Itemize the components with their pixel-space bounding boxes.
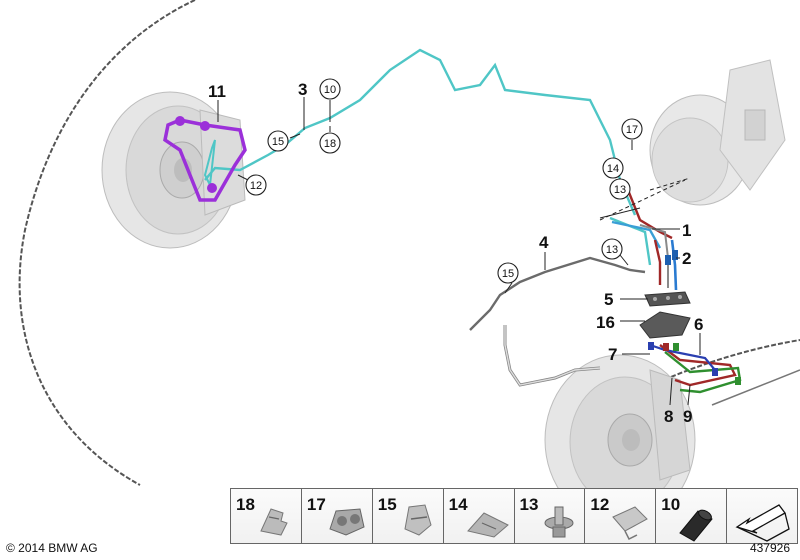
callout-10-label: 10 <box>324 84 336 96</box>
pipe-clip-icon <box>404 504 432 536</box>
callout-circle-10: 10 <box>319 78 341 100</box>
callout-8: 8 <box>664 407 673 426</box>
wedge-clip-icon <box>466 512 509 538</box>
legend-number: 14 <box>448 495 468 514</box>
protective-sleeve-icon <box>679 509 714 542</box>
callout-12-label: 12 <box>250 180 262 192</box>
callout-15b-label: 15 <box>502 268 514 280</box>
callout-16: 16 <box>596 313 615 332</box>
legend-number: 13 <box>519 495 539 514</box>
copyright-notice: © 2014 BMW AG <box>6 541 98 555</box>
callout-circle-14: 14 <box>602 157 624 179</box>
legend-cell-13[interactable]: 13 <box>514 489 586 543</box>
legend-cell-15[interactable]: 15 <box>372 489 444 543</box>
brake-line-4 <box>469 256 646 331</box>
callout-13b-label: 13 <box>606 244 618 256</box>
callout-9: 9 <box>683 407 692 426</box>
callout-13a-label: 13 <box>614 184 626 196</box>
callout-circle-13b: 13 <box>601 238 623 260</box>
callout-7: 7 <box>608 345 617 364</box>
front-right-brake-disc <box>544 354 696 526</box>
callout-15a-label: 15 <box>272 136 284 148</box>
legend-number: 18 <box>236 495 255 514</box>
callout-1: 1 <box>682 221 691 240</box>
legend-cell-12[interactable]: 12 <box>585 489 657 543</box>
legend-number: 15 <box>377 495 397 514</box>
legend-cell-10[interactable]: 10 <box>656 489 728 543</box>
brake-hose-11 <box>163 118 247 202</box>
callout-3: 3 <box>298 80 307 99</box>
part-16-pad <box>639 311 691 339</box>
callout-2: 2 <box>682 249 691 268</box>
part-5-holder <box>644 291 691 307</box>
callout-6: 6 <box>694 315 703 334</box>
callout-11: 11 <box>208 82 226 101</box>
brake-line-3 <box>204 48 637 216</box>
car-body-outline <box>18 0 196 486</box>
push-clip-icon <box>544 506 573 538</box>
brake-line-9 <box>664 351 742 394</box>
callout-circle-15b: 15 <box>497 262 519 284</box>
callout-circle-18: 18 <box>319 132 341 154</box>
callout-circle-13a: 13 <box>609 178 631 200</box>
callout-circle-17: 17 <box>621 118 643 140</box>
brake-booster <box>649 59 786 206</box>
double-clip-icon <box>329 508 365 536</box>
callout-circle-12: 12 <box>245 174 267 196</box>
legend-cell-17[interactable]: 17 <box>301 489 373 543</box>
callout-5: 5 <box>604 290 613 309</box>
legend-number: 17 <box>306 495 326 514</box>
callout-18-label: 18 <box>324 138 336 150</box>
image-number: 437926 <box>749 541 790 555</box>
spring-clip-icon <box>260 508 288 536</box>
brake-line-7 <box>649 343 716 371</box>
arrow-icon <box>735 504 790 542</box>
legend-number: 10 <box>661 495 681 514</box>
brake-line-8 <box>659 344 737 387</box>
callout-circle-15a: 15 <box>267 130 289 152</box>
car-body-outline-right <box>711 369 800 406</box>
legend-cell-14[interactable]: 14 <box>443 489 515 543</box>
bracket-clip-icon <box>612 506 649 541</box>
legend-cell-18[interactable]: 18 <box>231 489 302 543</box>
callout-17-label: 17 <box>626 124 638 136</box>
callout-14-label: 14 <box>607 163 619 175</box>
callout-4: 4 <box>539 233 549 252</box>
legend-number: 12 <box>590 495 610 514</box>
front-left-brake-disc <box>101 91 246 249</box>
legend-cell-arrow[interactable] <box>727 489 797 543</box>
leader-lines <box>217 97 701 406</box>
parts-legend: 18 17 15 14 13 1 <box>230 488 798 544</box>
